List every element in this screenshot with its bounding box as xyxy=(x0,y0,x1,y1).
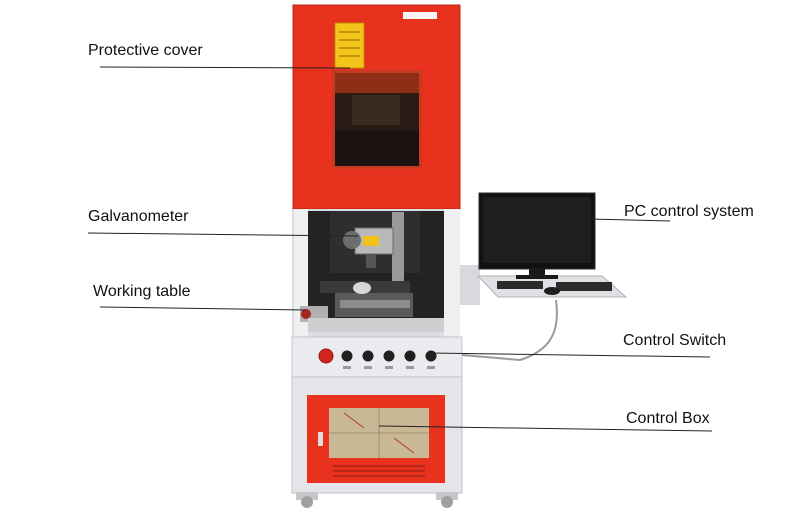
label-working-table: Working table xyxy=(93,283,191,300)
control-box xyxy=(291,376,463,494)
casters xyxy=(296,492,458,508)
protective-cover xyxy=(292,4,461,210)
label-protective-cover: Protective cover xyxy=(88,42,203,59)
mouse xyxy=(544,287,560,295)
control-switch-3 xyxy=(383,350,395,362)
label-pc-control-system: PC control system xyxy=(624,203,754,220)
leader-lines xyxy=(87,66,713,432)
control-switch-5 xyxy=(425,350,437,362)
cable xyxy=(461,299,558,362)
working-chamber xyxy=(292,209,460,337)
control-switch-4 xyxy=(404,350,416,362)
control-switch-panel xyxy=(291,336,463,378)
working-table xyxy=(300,281,413,322)
galvanometer xyxy=(343,227,394,268)
label-control-switch: Control Switch xyxy=(623,332,727,349)
door-lock xyxy=(318,432,323,446)
warning-sticker xyxy=(334,22,365,69)
control-switch-1 xyxy=(341,350,353,362)
brand-plate xyxy=(403,12,437,19)
machine xyxy=(291,4,463,508)
keyboard xyxy=(497,281,543,289)
label-galvanometer: Galvanometer xyxy=(88,208,189,225)
emergency-stop-button xyxy=(318,348,334,364)
label-control-box: Control Box xyxy=(626,410,710,427)
control-switch-2 xyxy=(362,350,374,362)
pc-control-system xyxy=(460,192,628,362)
